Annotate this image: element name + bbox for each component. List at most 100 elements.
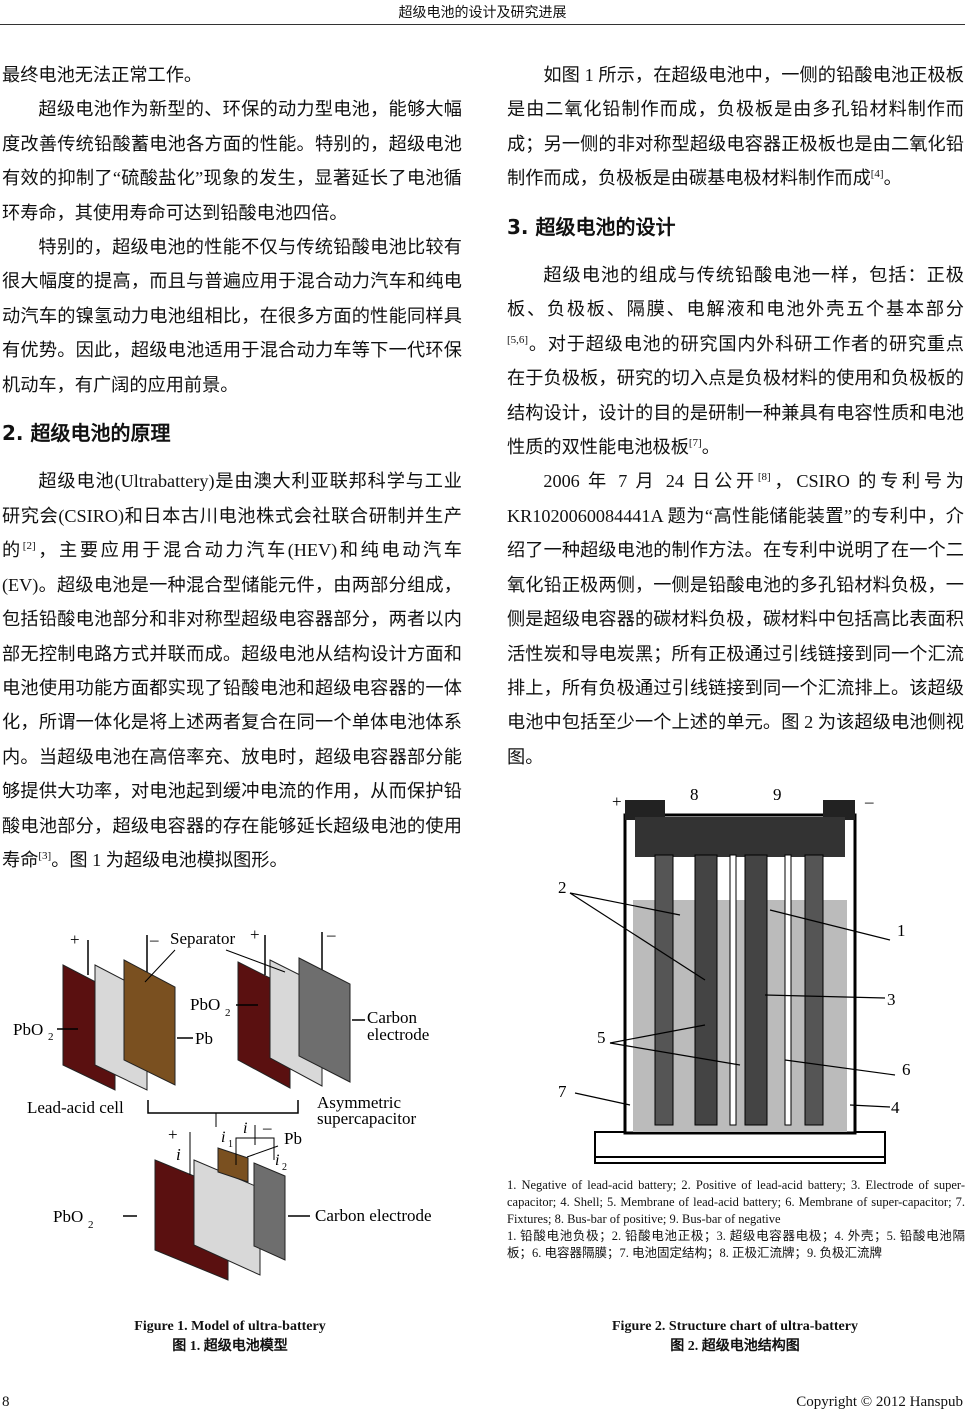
label-1: 1: [897, 921, 906, 940]
paragraph: 超级电池作为新型的、环保的动力型电池，能够大幅度改善传统铅酸蓄电池各方面的性能。…: [2, 99, 462, 223]
text: 超级电池的组成与传统铅酸电池一样，包括：正极板、负极板、隔膜、电解液和电池外壳五…: [507, 265, 964, 320]
figure-label: PbO: [190, 995, 220, 1014]
paragraph: 2006 年 7 月 24 日公开[8]，CSIRO 的专利号为 KR10200…: [507, 464, 964, 774]
figure-shape: [246, 1145, 279, 1158]
figure-1-caption: Figure 1. Model of ultra-battery 图 1. 超级…: [0, 1317, 460, 1357]
citation[interactable]: [8]: [757, 471, 771, 484]
text: ，CSIRO 的专利号为 KR1020060084441A 题为“高性能储能装置…: [507, 471, 964, 767]
figure-shape: [225, 949, 286, 973]
caption-en: Figure 2. Structure chart of ultra-batte…: [612, 1319, 858, 1334]
figure-shape: [849, 1104, 891, 1108]
figure-label: Pb: [284, 1129, 302, 1148]
label-4: 4: [891, 1098, 900, 1117]
legend-zh: 1. 铅酸电池负极；2. 铅酸电池正极；3. 超级电容器电极；4. 外壳；5. …: [507, 1229, 965, 1260]
figure-shape: [594, 1131, 886, 1158]
label-8: 8: [690, 785, 699, 804]
figure-label: 2: [225, 1007, 231, 1019]
plate: [744, 854, 768, 1126]
figure-2-diagram: + – 8 9 2 1 3 5 6 7 4: [558, 785, 911, 1164]
header-rule: [0, 24, 965, 25]
figure-label: Carbon electrode: [315, 1206, 432, 1225]
caption-zh: 图 2. 超级电池结构图: [670, 1339, 800, 1354]
figure-shape: [144, 949, 176, 983]
figure-2-caption: Figure 2. Structure chart of ultra-batte…: [505, 1317, 965, 1357]
figure-shape: [253, 1162, 286, 1261]
plate: [654, 854, 674, 1126]
current-i-label: i: [176, 1145, 181, 1164]
figure-shape: + – 8 9 2 1 3 5 6 7 4: [558, 785, 911, 1117]
figure-label: i: [243, 1120, 247, 1137]
label-5: 5: [597, 1028, 606, 1047]
figure-label: 2: [282, 1162, 287, 1173]
figure-label: supercapacitor: [317, 1109, 416, 1128]
figure-label: PbO: [53, 1207, 83, 1226]
caption-en: Figure 1. Model of ultra-battery: [134, 1319, 326, 1334]
separator-label: Separator: [170, 929, 235, 948]
citation[interactable]: [5,6]: [507, 333, 529, 346]
pb-plate: [123, 959, 176, 1086]
copyright: Copyright © 2012 Hanspub: [796, 1394, 963, 1410]
text: ，主要应用于混合动力汽车(HEV)和纯电动汽车(EV)。超级电池是一种混合型储能…: [2, 540, 462, 870]
legend-en: 1. Negative of lead-acid battery; 2. Pos…: [507, 1178, 965, 1226]
plus-label: +: [70, 930, 80, 949]
citation[interactable]: [3]: [38, 849, 52, 862]
asymmetric-label: Asymmetric: [317, 1093, 401, 1112]
right-column: 如图 1 所示，在超级电池中，一侧的铅酸电池正极板是由二氧化铅制作而成，负极板是…: [507, 58, 964, 774]
label-9: 9: [773, 785, 782, 804]
text: 2006 年 7 月 24 日公开: [543, 471, 758, 492]
paragraph: 超级电池(Ultrabattery)是由澳大利亚联邦科学与工业研究会(CSIRO…: [2, 464, 462, 877]
text: 。: [883, 168, 902, 189]
text: 如图 1 所示，在超级电池中，一侧的铅酸电池正极板是由二氧化铅制作而成，负极板是…: [507, 65, 964, 189]
figure-shape: [769, 909, 891, 941]
figure-label: –: [326, 925, 336, 944]
figure-shape: [147, 1100, 299, 1114]
figure-shape: [569, 892, 896, 1108]
figure-label: i: [275, 1152, 279, 1169]
figure-1-diagram: + – Separator PbO 2 Pb Lead-acid cell + …: [13, 925, 432, 1281]
citation[interactable]: [2]: [22, 540, 36, 553]
citation[interactable]: [7]: [688, 437, 702, 449]
paragraph: 超级电池的组成与传统铅酸电池一样，包括：正极板、负极板、隔膜、电解液和电池外壳五…: [507, 258, 964, 464]
left-column: 最终电池无法正常工作。 超级电池作为新型的、环保的动力型电池，能够大幅度改善传统…: [2, 58, 462, 877]
section-heading: 2. 超级电池的原理: [2, 421, 171, 446]
figure-shape: [609, 1024, 706, 1044]
text: 超级电池(Ultrabattery)是由澳大利亚联邦科学与工业研究会(CSIRO…: [2, 471, 462, 561]
figure-label: i: [221, 1129, 225, 1146]
figure-label: –: [262, 1118, 272, 1137]
paragraph: 如图 1 所示，在超级电池中，一侧的铅酸电池正极板是由二氧化铅制作而成，负极板是…: [507, 58, 964, 196]
figure-shape: [784, 1059, 896, 1076]
carbon-label: Carbon: [367, 1008, 418, 1027]
label-2: 2: [558, 878, 567, 897]
lead-acid-cell: + – Separator PbO 2 Pb Lead-acid cell: [13, 929, 235, 1117]
paragraph: 最终电池无法正常工作。: [2, 65, 203, 85]
plus-label: +: [612, 792, 622, 811]
figure-shape: [574, 1092, 631, 1106]
text: 。图 1 为超级电池模拟图形。: [51, 849, 288, 870]
running-header: 超级电池的设计及研究进展: [398, 6, 567, 21]
pbo2-label: PbO: [13, 1020, 43, 1039]
figure-shape: [625, 800, 665, 820]
figure-shape: [823, 800, 855, 820]
figure-shape: [764, 994, 886, 999]
text: 。: [701, 437, 720, 458]
figure-label: 2: [48, 1031, 54, 1043]
plate: [804, 854, 824, 1126]
asymmetric-supercapacitor: + – PbO 2 Carbon electrode Asymmetric su…: [190, 925, 429, 1128]
minus-label: –: [864, 792, 874, 811]
label-3: 3: [887, 990, 896, 1009]
minus-label: –: [149, 930, 159, 949]
figure-shape: [729, 854, 737, 1126]
figure-label: +: [250, 925, 260, 944]
figure-shape: [217, 1147, 249, 1183]
citation[interactable]: [4]: [870, 168, 884, 181]
figure-shape: [569, 892, 681, 916]
figure-label: +: [168, 1125, 178, 1144]
lead-acid-label: Lead-acid cell: [27, 1098, 124, 1117]
bus-bar: [635, 817, 845, 857]
text: 。对于超级电池的研究国内外科研工作者的研究重点在于负极板，研究的切入点是负极材料…: [507, 333, 964, 458]
section-heading: 3. 超级电池的设计: [507, 214, 676, 239]
figure-label: 1: [228, 1139, 233, 1150]
figure-shape: [784, 854, 792, 1126]
figure-shape: [235, 1137, 275, 1165]
combined-ultrabattery: + i i 1 i – Pb i 2 PbO 2 Carbon electrod…: [53, 1118, 432, 1281]
